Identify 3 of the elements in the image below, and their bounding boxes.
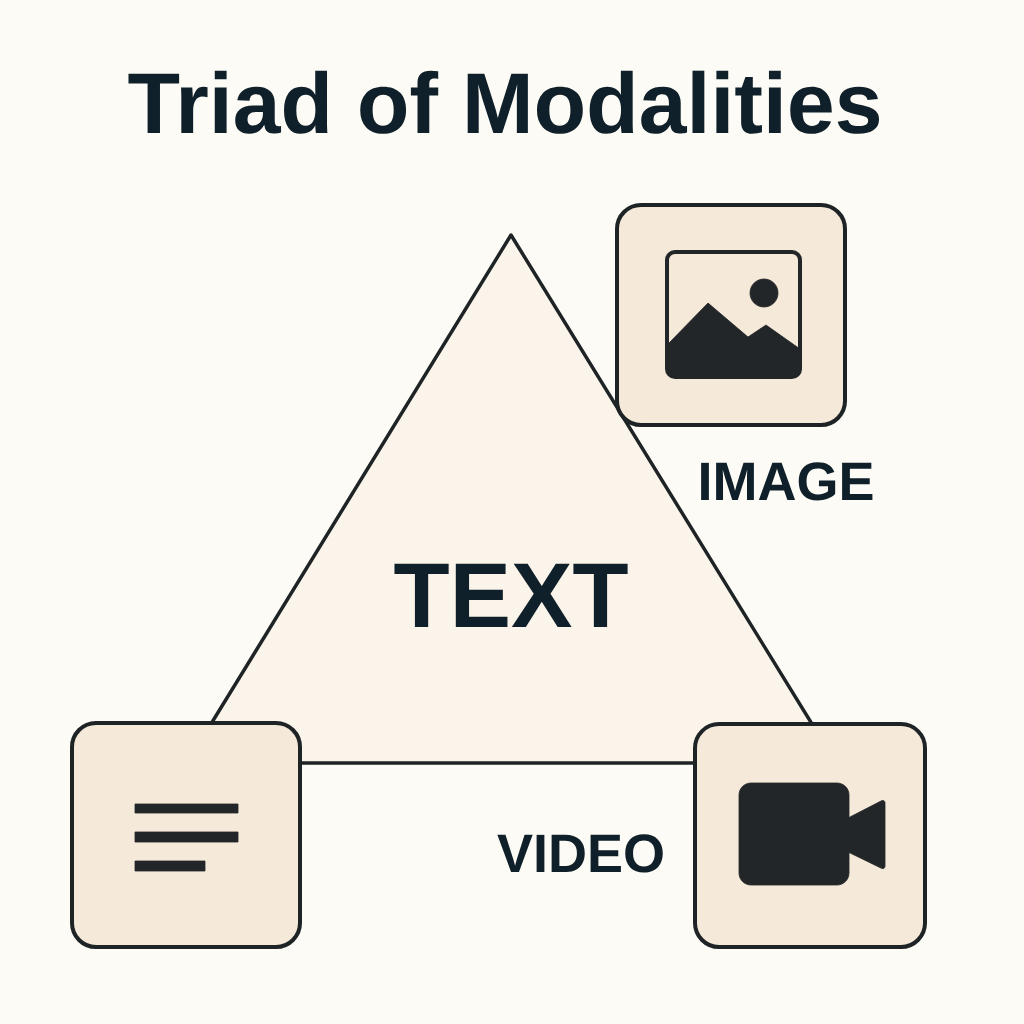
icon-label: VIDEO <box>497 834 663 873</box>
title: Triad of Modalities <box>128 70 879 134</box>
icon-tile <box>70 721 302 949</box>
